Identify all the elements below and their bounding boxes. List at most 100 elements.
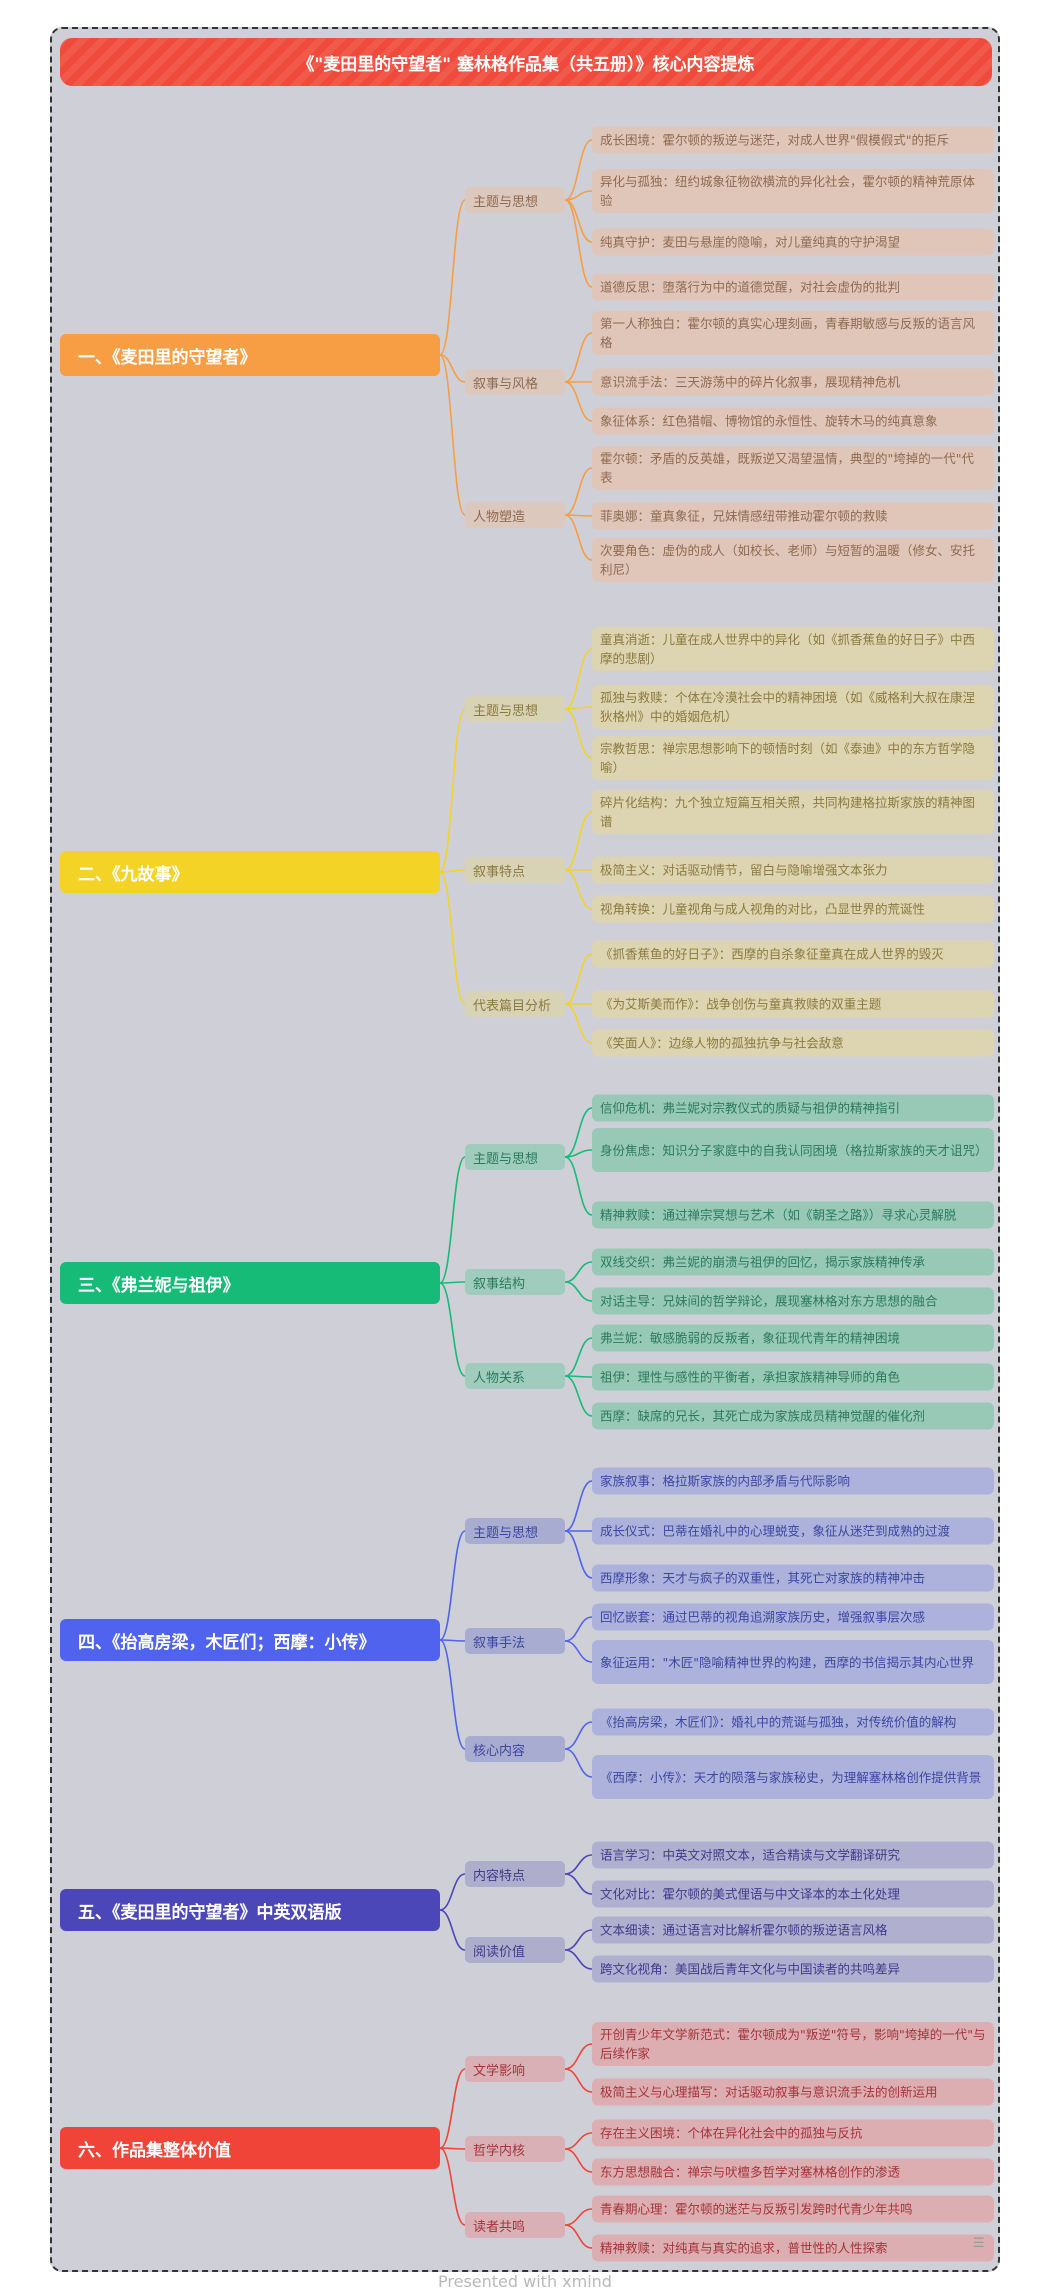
branch-connector (439, 354, 466, 516)
detail-topic-label: 信仰危机：弗兰妮对宗教仪式的质疑与祖伊的精神指引 (600, 1100, 901, 1116)
detail-topic[interactable]: 精神救赎：通过禅宗冥想与艺术（如《朝圣之路》）寻求心灵解脱 (592, 1201, 994, 1229)
leaf-connector (564, 1748, 593, 1778)
detail-topic-label: 语言学习：中英文对照文本，适合精读与文学翻译研究 (600, 1847, 901, 1863)
main-topic[interactable]: 三、《弗兰妮与祖伊》 (60, 1262, 440, 1304)
detail-topic[interactable]: 弗兰妮：敏感脆弱的反叛者，象征现代青年的精神困境 (592, 1324, 994, 1352)
main-topic-label: 一、《麦田里的守望者》 (78, 347, 257, 368)
detail-topic[interactable]: 《西摩：小传》：天才的陨落与家族秘史，为理解塞林格创作提供背景 (592, 1755, 994, 1799)
detail-topic[interactable]: 成长仪式：巴蒂在婚礼中的心理蜕变，象征从迷茫到成熟的过渡 (592, 1517, 994, 1545)
subtopic[interactable]: 叙事与风格 (465, 369, 565, 395)
main-topic[interactable]: 二、《九故事》 (60, 851, 440, 893)
detail-topic[interactable]: 童真消逝：儿童在成人世界中的异化（如《抓香蕉鱼的好日子》中西摩的悲剧） (592, 627, 994, 671)
subtopic[interactable]: 读者共鸣 (465, 2212, 565, 2238)
detail-topic[interactable]: 语言学习：中英文对照文本，适合精读与文学翻译研究 (592, 1841, 994, 1869)
detail-topic[interactable]: 开创青少年文学新范式：霍尔顿成为"叛逆"符号，影响"垮掉的一代"与后续作家 (592, 2022, 994, 2066)
leaf-connector (564, 514, 593, 561)
leaf-connector (564, 1480, 593, 1532)
detail-topic[interactable]: 霍尔顿：矛盾的反英雄，既叛逆又渴望温情，典型的"垮掉的一代"代表 (592, 446, 994, 490)
subtopic[interactable]: 人物塑造 (465, 502, 565, 528)
detail-topic[interactable]: 象征运用："木匠"隐喻精神世界的构建，西摩的书信揭示其内心世界 (592, 1640, 994, 1684)
subtopic[interactable]: 主题与思想 (465, 1144, 565, 1170)
detail-topic[interactable]: 《为艾斯美而作》：战争创伤与童真救赎的双重主题 (592, 990, 994, 1018)
detail-topic-label: 祖伊：理性与感性的平衡者，承担家族精神导师的角色 (600, 1369, 901, 1385)
detail-topic[interactable]: 回忆嵌套：通过巴蒂的视角追溯家族历史，增强叙事层次感 (592, 1603, 994, 1631)
detail-topic[interactable]: 碎片化结构：九个独立短篇互相关照，共同构建格拉斯家族的精神图谱 (592, 790, 994, 834)
detail-topic[interactable]: 极简主义与心理描写：对话驱动叙事与意识流手法的创新运用 (592, 2078, 994, 2106)
detail-topic[interactable]: 存在主义困境：个体在异化社会中的孤独与反抗 (592, 2119, 994, 2147)
detail-topic[interactable]: 跨文化视角：美国战后青年文化与中国读者的共鸣差异 (592, 1955, 994, 1983)
detail-topic[interactable]: 对话主导：兄妹间的哲学辩论，展现塞林格对东方思想的融合 (592, 1287, 994, 1315)
leaf-connector (564, 1640, 593, 1663)
detail-topic[interactable]: 双线交织：弗兰妮的崩溃与祖伊的回忆，揭示家族精神传承 (592, 1248, 994, 1276)
subtopic[interactable]: 叙事结构 (465, 1269, 565, 1295)
branch-connector (439, 354, 466, 383)
subtopic-label: 文学影响 (473, 2063, 526, 2079)
detail-topic[interactable]: 西摩：缺席的兄长，其死亡成为家族成员精神觉醒的催化剂 (592, 1402, 994, 1430)
detail-topic-label: 宗教哲思：禅宗思想影响下的顿悟时刻（如《泰迪》中的东方哲学隐喻） (600, 741, 976, 775)
detail-topic[interactable]: 《笑面人》：边缘人物的孤独抗争与社会敌意 (592, 1029, 994, 1057)
main-topic-label: 四、《抬高房梁，木匠们；西摩：小传》 (78, 1632, 376, 1653)
subtopic[interactable]: 叙事手法 (465, 1628, 565, 1654)
subtopic-label: 主题与思想 (473, 703, 539, 719)
subtopic[interactable]: 内容特点 (465, 1861, 565, 1887)
central-topic[interactable]: 《"麦田里的守望者" 塞林格作品集（共五册）》核心内容提炼 (60, 38, 992, 86)
detail-topic[interactable]: 精神救赎：对纯真与真实的追求，普世性的人性探索 (592, 2234, 994, 2262)
detail-topic-label: 《笑面人》：边缘人物的孤独抗争与社会敌意 (600, 1035, 844, 1051)
detail-topic[interactable]: 纯真守护：麦田与悬崖的隐喻，对儿童纯真的守护渴望 (592, 228, 994, 256)
detail-topic[interactable]: 青春期心理：霍尔顿的迷茫与反叛引发跨时代青少年共鸣 (592, 2195, 994, 2223)
leaf-connector (564, 1873, 593, 1895)
subtopic[interactable]: 阅读价值 (465, 1937, 565, 1963)
leaf-connector (564, 1530, 593, 1579)
subtopic[interactable]: 主题与思想 (465, 187, 565, 213)
detail-topic[interactable]: 道德反思：堕落行为中的道德觉醒，对社会虚伪的批判 (592, 273, 994, 301)
detail-topic[interactable]: 西摩形象：天才与疯子的双重性，其死亡对家族的精神冲击 (592, 1564, 994, 1592)
detail-topic[interactable]: 《抬高房梁，木匠们》：婚礼中的荒诞与孤独，对传统价值的解构 (592, 1708, 994, 1736)
detail-topic-label: 西摩形象：天才与疯子的双重性，其死亡对家族的精神冲击 (600, 1570, 926, 1586)
leaf-connector (564, 199, 593, 243)
detail-topic[interactable]: 菲奥娜：童真象征，兄妹情感纽带推动霍尔顿的救赎 (592, 502, 994, 530)
main-topic[interactable]: 一、《麦田里的守望者》 (60, 334, 440, 376)
detail-topic[interactable]: 视角转换：儿童视角与成人视角的对比，凸显世界的荒诞性 (592, 895, 994, 923)
main-topic[interactable]: 四、《抬高房梁，木匠们；西摩：小传》 (60, 1619, 440, 1661)
subtopic-label: 内容特点 (473, 1868, 526, 1884)
detail-topic-label: 存在主义困境：个体在异化社会中的孤独与反抗 (600, 2125, 863, 2141)
subtopic[interactable]: 叙事特点 (465, 857, 565, 883)
subtopic[interactable]: 哲学内核 (465, 2136, 565, 2162)
xmind-watermark: Presented with xmind (438, 2272, 612, 2291)
detail-topic[interactable]: 祖伊：理性与感性的平衡者，承担家族精神导师的角色 (592, 1363, 994, 1391)
main-topic[interactable]: 五、《麦田里的守望者》中英双语版 (60, 1889, 440, 1931)
detail-topic[interactable]: 宗教哲思：禅宗思想影响下的顿悟时刻（如《泰迪》中的东方哲学隐喻） (592, 736, 994, 780)
detail-topic[interactable]: 成长困境：霍尔顿的叛逆与迷茫，对成人世界"假模假式"的拒斥 (592, 126, 994, 154)
branch-connector (439, 871, 466, 1005)
detail-topic-label: 东方思想融合：禅宗与吠檀多哲学对塞林格创作的渗透 (600, 2164, 901, 2180)
subtopic[interactable]: 文学影响 (465, 2056, 565, 2082)
detail-topic[interactable]: 文化对比：霍尔顿的美式俚语与中文译本的本土化处理 (592, 1880, 994, 1908)
detail-topic[interactable]: 东方思想融合：禅宗与吠檀多哲学对塞林格创作的渗透 (592, 2158, 994, 2186)
detail-topic-label: 极简主义与心理描写：对话驱动叙事与意识流手法的创新运用 (600, 2084, 938, 2100)
subtopic[interactable]: 代表篇目分析 (465, 991, 565, 1017)
detail-topic[interactable]: 异化与孤独：纽约城象征物欲横流的异化社会，霍尔顿的精神荒原体验 (592, 169, 994, 213)
detail-topic[interactable]: 家族叙事：格拉斯家族的内部矛盾与代际影响 (592, 1467, 994, 1495)
menu-icon[interactable]: ☰ (973, 2236, 985, 2251)
detail-topic[interactable]: 《抓香蕉鱼的好日子》：西摩的自杀象征童真在成人世界的毁灭 (592, 940, 994, 968)
detail-topic-label: 成长困境：霍尔顿的叛逆与迷茫，对成人世界"假模假式"的拒斥 (600, 132, 950, 148)
detail-topic[interactable]: 极简主义：对话驱动情节，留白与隐喻增强文本张力 (592, 856, 994, 884)
detail-topic[interactable]: 信仰危机：弗兰妮对宗教仪式的质疑与祖伊的精神指引 (592, 1094, 994, 1122)
detail-topic[interactable]: 意识流手法：三天游荡中的碎片化叙事，展现精神危机 (592, 368, 994, 396)
detail-topic[interactable]: 孤独与救赎：个体在冷漠社会中的精神困境（如《威格利大叔在康涅狄格州》中的婚姻危机… (592, 685, 994, 729)
detail-topic[interactable]: 第一人称独白：霍尔顿的真实心理刻画，青春期敏感与反叛的语言风格 (592, 311, 994, 355)
leaf-connector (564, 1949, 593, 1970)
detail-topic-label: 回忆嵌套：通过巴蒂的视角追溯家族历史，增强叙事层次感 (600, 1609, 926, 1625)
detail-topic[interactable]: 次要角色：虚伪的成人（如校长、老师）与短暂的温暖（修女、安托利尼） (592, 538, 994, 582)
detail-topic-label: 弗兰妮：敏感脆弱的反叛者，象征现代青年的精神困境 (600, 1330, 901, 1346)
leaf-connector (564, 648, 593, 710)
subtopic[interactable]: 核心内容 (465, 1736, 565, 1762)
detail-topic[interactable]: 文本细读：通过语言对比解析霍尔顿的叛逆语言风格 (592, 1916, 994, 1944)
detail-topic[interactable]: 身份焦虑：知识分子家庭中的自我认同困境（格拉斯家族的天才诅咒） (592, 1128, 994, 1172)
subtopic[interactable]: 主题与思想 (465, 1518, 565, 1544)
subtopic[interactable]: 人物关系 (465, 1363, 565, 1389)
detail-topic[interactable]: 象征体系：红色猎帽、博物馆的永恒性、旋转木马的纯真意象 (592, 407, 994, 435)
subtopic[interactable]: 主题与思想 (465, 696, 565, 722)
subtopic-label: 哲学内核 (473, 2143, 526, 2159)
main-topic[interactable]: 六、作品集整体价值 (60, 2127, 440, 2169)
